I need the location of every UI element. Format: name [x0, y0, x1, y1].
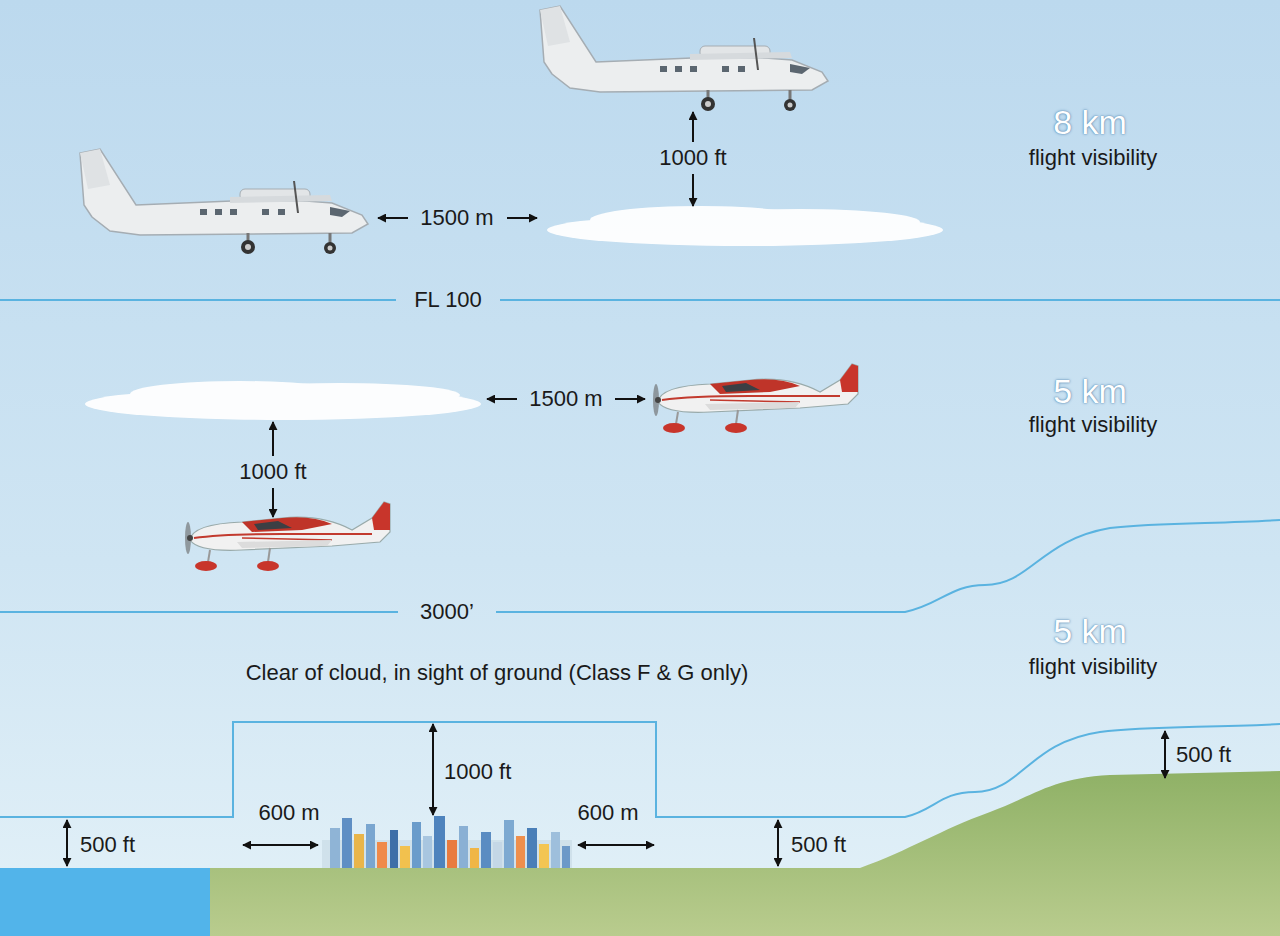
- vertical-distance: 1000 ft: [659, 145, 726, 170]
- altitude-label: 3000’: [420, 599, 474, 624]
- height-above-ground: 500 ft: [1176, 742, 1231, 767]
- height-above-ground: 500 ft: [80, 832, 135, 857]
- height-above-ground: 500 ft: [791, 832, 846, 857]
- visibility-caption: flight visibility: [1029, 145, 1157, 170]
- visibility-value: 5 km: [1053, 612, 1127, 651]
- level-label: FL 100: [414, 287, 482, 312]
- visibility-value: 8 km: [1053, 103, 1127, 142]
- visibility-caption: flight visibility: [1029, 654, 1157, 679]
- visibility-value: 5 km: [1053, 372, 1127, 411]
- visibility-caption: flight visibility: [1029, 412, 1157, 437]
- horizontal-distance: 600 m: [258, 800, 319, 825]
- horizontal-distance: 1500 m: [529, 386, 602, 411]
- horizontal-distance: 1500 m: [420, 205, 493, 230]
- vertical-distance: 1000 ft: [444, 759, 511, 784]
- vertical-distance: 1000 ft: [239, 459, 306, 484]
- note: Clear of cloud, in sight of ground (Clas…: [246, 660, 749, 685]
- horizontal-distance: 600 m: [577, 800, 638, 825]
